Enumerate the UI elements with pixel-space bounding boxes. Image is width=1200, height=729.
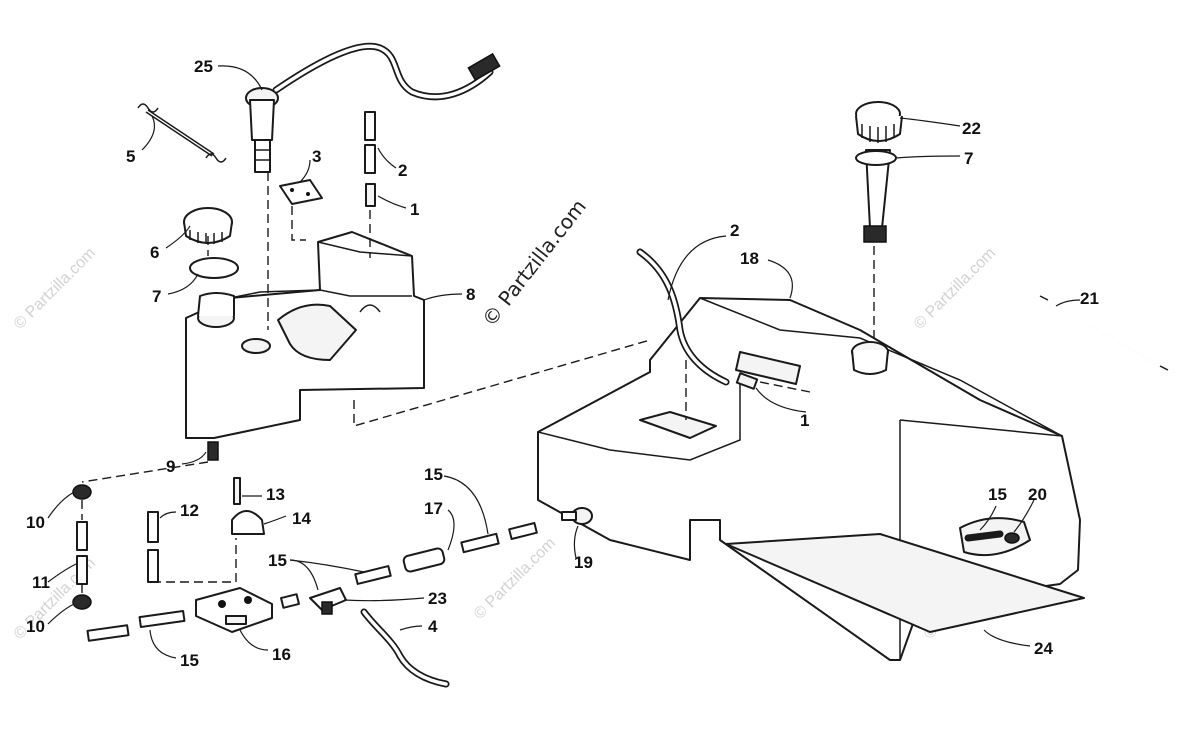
callouts: 25 5 3 2 1 6 7 8 9 10 11 10 12 13 14 15 … [26, 57, 1099, 670]
part-15-hose-tank-right [964, 530, 1004, 542]
callout-9: 9 [166, 457, 175, 476]
part-8-oil-tank [185, 231, 425, 439]
callout-25: 25 [194, 57, 213, 76]
callout-2-right: 2 [730, 221, 739, 240]
part-22-fuel-cap-gauge [855, 101, 903, 243]
part-10-clamp-top [72, 484, 92, 500]
callout-11: 11 [32, 573, 50, 592]
callout-3: 3 [312, 147, 321, 166]
part-6-cap [183, 207, 233, 244]
part-2-hose-upper [364, 111, 376, 174]
callout-21: 21 [1080, 289, 1099, 308]
callout-18: 18 [740, 249, 759, 268]
part-15-hose-lower-left [86, 609, 186, 642]
part-2-hose-right [636, 248, 730, 386]
callout-17: 17 [424, 499, 443, 518]
part-20-clamp [1004, 532, 1020, 544]
callout-1-right: 1 [800, 411, 809, 430]
part-5-spring [137, 103, 227, 163]
callout-1-upper: 1 [410, 200, 419, 219]
part-16-fuel-pump [195, 587, 273, 633]
callout-23: 23 [428, 589, 447, 608]
callout-2-upper: 2 [398, 161, 407, 180]
callout-19: 19 [574, 553, 593, 572]
callout-10-bottom: 10 [26, 617, 45, 636]
part-15-hose-right [460, 522, 538, 554]
callout-8: 8 [466, 285, 475, 304]
callout-15-tank: 15 [988, 485, 1007, 504]
callout-10-top: 10 [26, 513, 45, 532]
callout-22: 22 [962, 119, 981, 138]
callout-6: 6 [150, 243, 159, 262]
watermark: © Partzilla.com [911, 245, 999, 333]
copyright-notice: © Partzilla.com [477, 195, 591, 331]
callout-20: 20 [1028, 485, 1047, 504]
part-21-rod [1039, 295, 1169, 371]
part-3-gasket [279, 179, 323, 205]
callout-15-upper: 15 [424, 465, 443, 484]
part-14-clamp [231, 510, 265, 535]
callout-4: 4 [428, 617, 438, 636]
part-10-clamp-bottom [72, 594, 92, 610]
part-19-outlet-fitting [561, 507, 593, 525]
callout-16: 16 [272, 645, 291, 664]
callout-5: 5 [126, 147, 135, 166]
leader-lines [47, 65, 1081, 659]
callout-14: 14 [292, 509, 311, 528]
part-1-fitting-upper [365, 183, 376, 207]
part-15-hose-middle [280, 565, 392, 609]
watermark: © Partzilla.com [11, 245, 99, 333]
part-12-hose [147, 511, 159, 583]
part-7-oring-left [189, 257, 239, 279]
part-1-fitting-right [735, 372, 759, 390]
callout-7-right: 7 [964, 149, 973, 168]
part-11-hose [76, 521, 88, 585]
part-17-filter [402, 547, 446, 573]
part-23-tee-fitting [309, 587, 347, 615]
part-13-screw [233, 477, 241, 505]
part-24-pad [725, 533, 1085, 633]
part-9-fitting [207, 441, 219, 461]
part-25-sending-unit [245, 42, 501, 173]
callout-24: 24 [1034, 639, 1053, 658]
part-4-hose [360, 608, 450, 688]
callout-7-left: 7 [152, 287, 161, 306]
callout-13: 13 [266, 485, 285, 504]
part-7-oring-right [855, 150, 897, 166]
callout-15-lower: 15 [180, 651, 199, 670]
alignment-lines [81, 172, 875, 596]
callout-12: 12 [180, 501, 199, 520]
callout-15-middle: 15 [268, 551, 287, 570]
